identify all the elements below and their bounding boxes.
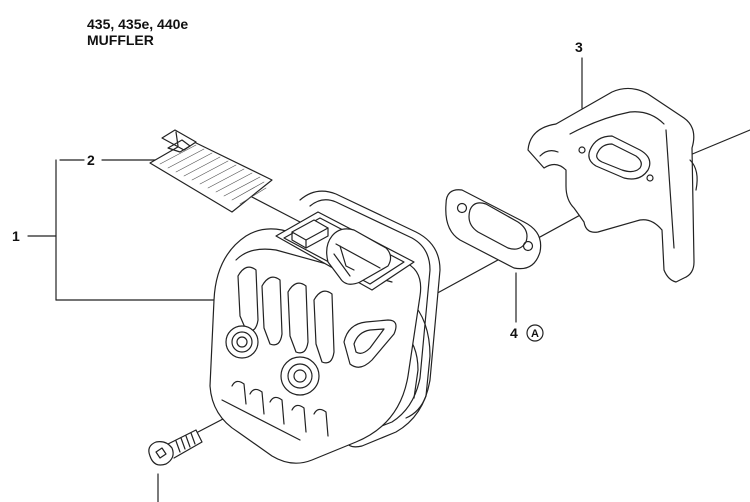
reference-a-marker: A (526, 324, 544, 342)
callout-2: 2 (87, 152, 95, 168)
screen-hatching (159, 144, 267, 205)
circled-letter-icon (526, 324, 544, 342)
model-numbers-title: 435, 435e, 440e (87, 16, 189, 32)
spark-arrestor-screen-drawing (149, 129, 273, 213)
reference-letter: A (531, 328, 539, 340)
bolt-drawing (148, 429, 203, 466)
callout-3: 3 (575, 39, 583, 55)
heat-shield-drawing (527, 87, 698, 283)
assembly-name-title: MUFFLER (87, 32, 154, 48)
screen-holder-drawing (275, 211, 415, 291)
axis-screen (249, 195, 301, 223)
axis-upper (689, 129, 750, 156)
gasket-drawing (445, 189, 542, 270)
callout-1: 1 (12, 228, 20, 244)
callout-4: 4 (510, 325, 518, 341)
